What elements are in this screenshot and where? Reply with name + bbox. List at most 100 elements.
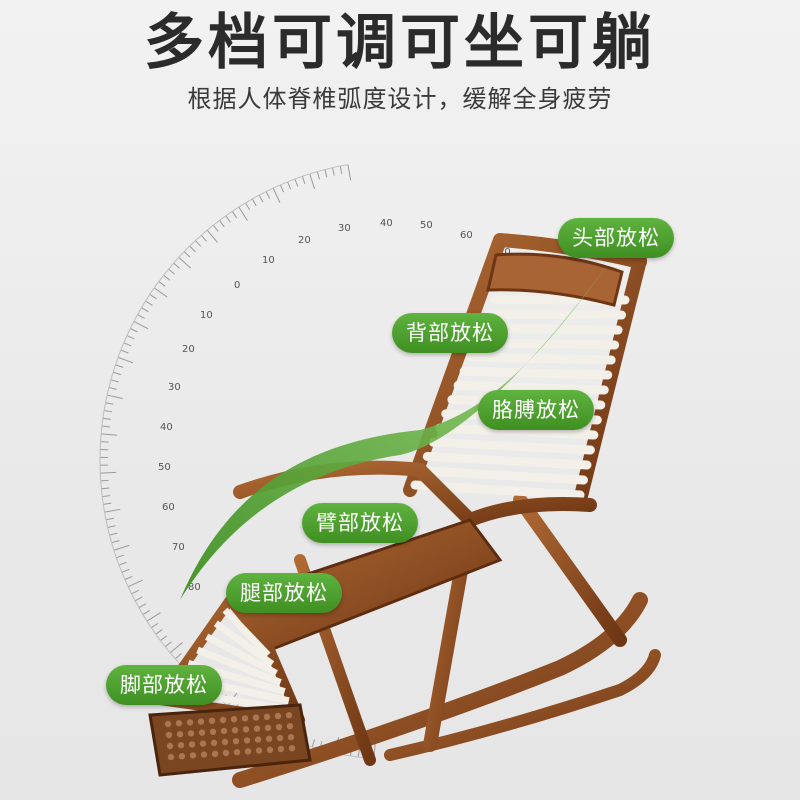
headrest-pillow: [486, 252, 624, 307]
scale-tick: [118, 561, 127, 566]
foot-pad-nub: [264, 724, 272, 731]
foot-pad-nub: [277, 745, 285, 753]
scale-tick: [102, 495, 111, 498]
foot-pad-nub: [189, 752, 197, 759]
foot-pad-nub: [285, 712, 293, 719]
foot-pad-nub: [219, 716, 227, 724]
foot-pad-nub: [198, 729, 206, 736]
backrest-slat: [453, 380, 609, 395]
scale-tick: [301, 176, 306, 185]
foot-pad-nub: [233, 749, 241, 756]
scale-tick: [279, 184, 285, 193]
scale-tick: [195, 240, 202, 247]
scale-tick: [357, 749, 360, 758]
legrest-slat: [205, 633, 278, 677]
foot-pad-nub: [199, 740, 207, 747]
scale-tick: [324, 169, 328, 178]
scale-tick: [104, 409, 113, 413]
scale-tick: [101, 487, 110, 490]
scale-tick: [164, 641, 172, 648]
scale-tick: [145, 300, 153, 306]
backrest-slat: [428, 437, 595, 455]
tag-head-relax: 头部放松: [558, 218, 674, 258]
scale-tick: [294, 178, 299, 187]
scale-tick: [100, 479, 109, 482]
foot-pad-nub: [275, 723, 283, 731]
scale-tick: [105, 402, 114, 405]
scale-tick: [105, 517, 114, 521]
foot-pad-nub: [210, 739, 218, 746]
foot-pad-nub: [222, 749, 230, 757]
scale-tick: [151, 622, 159, 629]
scale-tick: [111, 540, 120, 544]
scale-tick: [168, 268, 176, 275]
scale-tick: [339, 165, 343, 174]
backrest-slat: [459, 366, 613, 380]
foot-pad-nub: [167, 753, 175, 761]
scale-tick: [103, 502, 112, 505]
scale-label-top-0: 0: [234, 280, 240, 291]
foot-pad-nub: [288, 745, 296, 752]
foot-pad-nub: [187, 730, 195, 737]
scale-tick: [212, 224, 219, 232]
scale-tick: [149, 294, 157, 300]
foot-pad-nub: [253, 725, 261, 732]
scale-tick: [123, 342, 132, 347]
scale-tick: [332, 167, 335, 176]
foot-pad-nub: [211, 750, 219, 757]
scale-tick: [163, 274, 171, 281]
scale-tick: [160, 635, 168, 641]
scale-tick: [107, 394, 123, 400]
headline: 多档可调可坐可躺: [144, 8, 656, 78]
scale-tick: [102, 417, 111, 420]
scale-tick: [173, 262, 180, 269]
scale-tick: [219, 220, 225, 228]
scale-tick: [311, 739, 316, 748]
scale-tick: [272, 187, 281, 203]
legrest-slat: [196, 646, 282, 686]
backrest-slat: [416, 466, 588, 485]
scale-label-top-30: 30: [338, 223, 351, 234]
scale-tick: [200, 234, 207, 242]
scale-label-top-60: 60: [460, 230, 473, 241]
scale-tick: [174, 653, 182, 660]
scale-label-left-70: 70: [172, 542, 185, 553]
scale-tick: [131, 589, 139, 595]
scale-tick: [115, 364, 124, 368]
support-leg-2: [513, 493, 627, 647]
foot-pad-nub: [209, 728, 217, 735]
foot-pad-nub: [164, 720, 172, 728]
scale-tick: [178, 256, 191, 269]
scale-label-left-40: 40: [160, 422, 173, 433]
tag-foot-relax: 脚部放松: [106, 665, 222, 705]
scale-labels: 0 10 20 30 40 50 60 70 80 10 20 30 40 50…: [158, 218, 547, 593]
backrest-slat: [484, 309, 627, 320]
scale-tick: [146, 612, 161, 622]
scale-tick: [225, 215, 231, 223]
scale-tick: [142, 609, 150, 615]
foot-pad-nub: [254, 736, 262, 743]
scale-label-left-30: 30: [168, 382, 181, 393]
scale-tick: [138, 603, 147, 609]
foot-pad-nub: [177, 742, 185, 749]
scale-tick: [113, 544, 130, 551]
backrest-slat: [422, 452, 592, 470]
foot-pad-nub: [274, 712, 282, 720]
foot-pad-nub: [255, 747, 263, 754]
scale-tick: [137, 314, 145, 319]
scale-tick: [158, 281, 166, 287]
scale-tick: [116, 554, 125, 559]
scale-tick: [153, 287, 168, 298]
scale-tick: [108, 386, 117, 390]
scale-tick: [231, 211, 238, 219]
scale-tick: [126, 335, 135, 340]
scale-tick: [183, 251, 191, 258]
scale-tick: [347, 164, 352, 181]
backrest-slat: [435, 423, 599, 440]
foot-pad-nub: [243, 737, 251, 744]
scale-tick: [287, 181, 292, 190]
scale-tick: [109, 532, 118, 536]
rocker-curve-back: [384, 649, 661, 761]
backrest-slat: [465, 352, 616, 365]
